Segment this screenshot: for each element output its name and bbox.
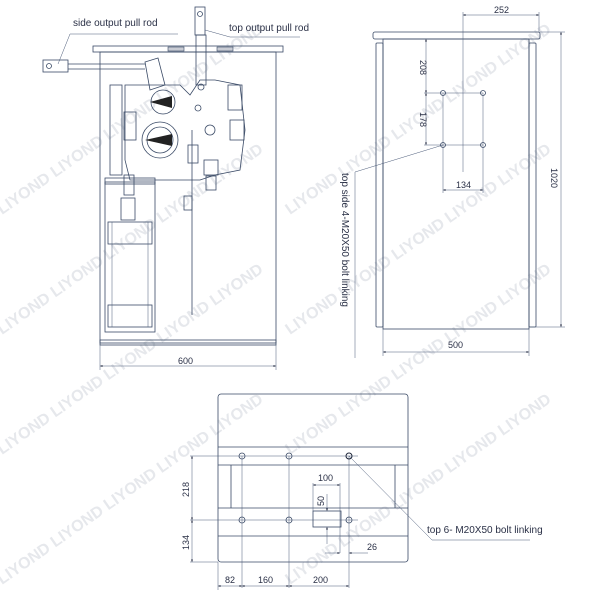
leader-line bbox=[354, 144, 444, 358]
drawing-line bbox=[123, 174, 135, 196]
drawing-line bbox=[229, 119, 245, 141]
drawing-line bbox=[204, 124, 216, 136]
base bbox=[99, 339, 277, 346]
drawing-line: LIYOND LIYOND LIYOND LIYOND LIYOND bbox=[0, 141, 266, 338]
leader-line bbox=[348, 455, 530, 541]
drawing-line bbox=[187, 144, 199, 164]
dim-134-label: 134 bbox=[456, 180, 471, 190]
side-view: side output pull rod top output pull rod… bbox=[42, 6, 309, 370]
bolt-hole bbox=[238, 452, 246, 460]
drawing-line bbox=[197, 83, 205, 91]
dim-1020-label: 1020 bbox=[549, 168, 559, 188]
dim-160-label: 160 bbox=[258, 575, 273, 585]
drawing-line bbox=[104, 181, 156, 333]
dim-218-label: 218 bbox=[181, 482, 191, 497]
drawing-line bbox=[205, 175, 217, 191]
drawing-line bbox=[216, 46, 234, 52]
side-rod-clevis bbox=[42, 59, 69, 73]
dim-500-label: 500 bbox=[448, 340, 463, 350]
frame bbox=[99, 51, 277, 344]
bolt-hole bbox=[480, 90, 486, 96]
drawing-line bbox=[167, 46, 185, 52]
drawing-line bbox=[197, 11, 203, 17]
bottom-view: 218 134 100 50 26 82 160 200 top 6- M20X… bbox=[181, 393, 543, 590]
drawing-line bbox=[124, 79, 246, 181]
bolt-hole bbox=[345, 452, 353, 460]
dim-134-label: 134 bbox=[181, 535, 191, 550]
dim-200-label: 200 bbox=[313, 575, 328, 585]
drawing-line bbox=[46, 63, 52, 69]
bolt-hole bbox=[285, 452, 293, 460]
base-plate bbox=[217, 393, 409, 563]
dim-82-label: 82 bbox=[225, 575, 235, 585]
bottom-bolt-label: top 6- M20X50 bolt linking bbox=[427, 525, 543, 536]
dim-100-label: 100 bbox=[318, 473, 333, 483]
drawing-line bbox=[145, 134, 172, 146]
drawing-line bbox=[227, 84, 243, 111]
drawing-line bbox=[194, 104, 202, 112]
drawing-line bbox=[120, 197, 136, 221]
dim-600-label: 600 bbox=[178, 356, 193, 366]
top-output-pull-rod-label: top output pull rod bbox=[229, 23, 309, 34]
top-view: 252 208 178 134 1020 500 top side 4-M20X… bbox=[339, 5, 565, 358]
watermark: LIYOND LIYOND LIYOND LIYOND LIYOND LIYON… bbox=[0, 21, 554, 588]
top-side-bolt-label: top side 4-M20X50 bolt linking bbox=[339, 173, 350, 307]
bolt-hole bbox=[285, 516, 293, 524]
drawing-line bbox=[375, 42, 384, 328]
top-plate bbox=[92, 45, 284, 53]
drawing-line bbox=[107, 221, 153, 245]
bolt-hole bbox=[238, 516, 246, 524]
dim-178-label: 178 bbox=[418, 112, 428, 127]
top-plate bbox=[372, 31, 541, 40]
drawing-line bbox=[195, 34, 207, 86]
leader-line bbox=[57, 33, 178, 65]
drawing-line bbox=[442, 92, 484, 146]
leader-line bbox=[204, 29, 300, 38]
drawing-line bbox=[109, 84, 123, 176]
operating-mechanism bbox=[104, 57, 246, 315]
bolt-hole bbox=[345, 516, 353, 524]
dim-208-label: 208 bbox=[418, 60, 428, 75]
closing-spring bbox=[104, 181, 156, 333]
drawing-line bbox=[150, 96, 172, 108]
dim-50-label: 50 bbox=[316, 496, 326, 506]
dim-252-label: 252 bbox=[494, 5, 509, 15]
drawing-line bbox=[104, 177, 156, 185]
drawing-line: LIYOND LIYOND LIYOND LIYOND LIYOND bbox=[283, 141, 555, 338]
drawing-line bbox=[107, 304, 153, 328]
cable-slot bbox=[312, 510, 342, 528]
drawing-line bbox=[123, 111, 137, 141]
dim-26-label: 26 bbox=[367, 542, 377, 552]
drawing-line bbox=[141, 121, 179, 159]
side-output-pull-rod-label: side output pull rod bbox=[73, 18, 158, 29]
drawing-line bbox=[203, 159, 219, 176]
